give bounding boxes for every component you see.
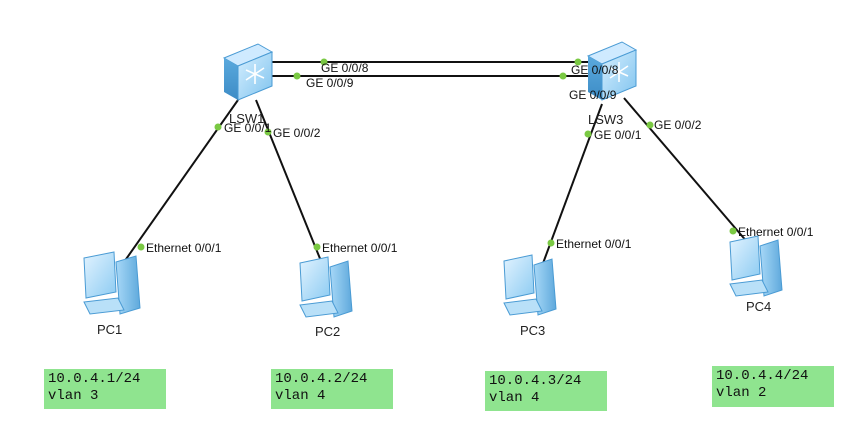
port-label-pc2-eth: Ethernet 0/0/1 bbox=[322, 241, 398, 255]
port-label-lsw1-g9: GE 0/0/9 bbox=[306, 76, 354, 90]
switch-label-lsw1: LSW1 bbox=[229, 111, 264, 126]
note-ip: 10.0.4.4/24 bbox=[716, 368, 809, 384]
port-dot-pc1-eth bbox=[137, 243, 145, 251]
port-label-lsw3-g1: GE 0/0/1 bbox=[594, 128, 642, 142]
port-label-lsw3-g8: GE 0/0/8 bbox=[571, 63, 619, 77]
link-lsw3-pc3[interactable] bbox=[541, 103, 603, 267]
note-pc2: 10.0.4.2/24 vlan 4 bbox=[271, 369, 393, 409]
link-lsw3-pc4[interactable] bbox=[623, 97, 755, 251]
note-pc3: 10.0.4.3/24 vlan 4 bbox=[485, 371, 607, 411]
note-ip: 10.0.4.1/24 bbox=[48, 371, 141, 387]
switch-lsw1[interactable] bbox=[222, 43, 274, 101]
pc4-computer-icon[interactable] bbox=[729, 235, 783, 297]
port-dot-pc2-eth bbox=[313, 243, 321, 251]
pc-label-pc4: PC4 bbox=[746, 299, 771, 314]
port-dot-pc3-eth bbox=[547, 239, 555, 247]
pc-label-pc2: PC2 bbox=[315, 324, 340, 339]
port-dot-lsw3-g9 bbox=[559, 72, 567, 80]
port-dot-pc4-eth bbox=[729, 227, 737, 235]
port-dot-lsw1-g9 bbox=[293, 72, 301, 80]
port-dots bbox=[137, 58, 737, 251]
port-label-lsw1-g1: GE 0/0/1 bbox=[224, 121, 272, 135]
port-dot-lsw3-g2 bbox=[646, 121, 654, 129]
port-dot-lsw1-g8 bbox=[320, 58, 328, 66]
pc1-computer-icon[interactable] bbox=[83, 251, 141, 315]
pc-label-pc1: PC1 bbox=[97, 322, 122, 337]
pc3-computer-icon[interactable] bbox=[503, 254, 557, 316]
pc-label-pc3: PC3 bbox=[520, 323, 545, 338]
switch-arrows-icon bbox=[245, 64, 265, 84]
port-dot-lsw1-g2 bbox=[264, 128, 272, 136]
switch-lsw3[interactable] bbox=[586, 41, 638, 101]
links bbox=[123, 61, 755, 267]
port-label-pc3-eth: Ethernet 0/0/1 bbox=[556, 237, 632, 251]
link-lsw1-pc1[interactable] bbox=[123, 99, 239, 263]
switch-label-lsw3: LSW3 bbox=[588, 112, 623, 127]
note-vlan: vlan 4 bbox=[489, 390, 540, 406]
port-dot-lsw3-g8 bbox=[574, 58, 582, 66]
port-dot-lsw3-g1 bbox=[584, 130, 592, 138]
note-pc1: 10.0.4.1/24 vlan 3 bbox=[44, 369, 166, 409]
pc2-computer-icon[interactable] bbox=[299, 256, 353, 318]
note-vlan: vlan 3 bbox=[48, 388, 99, 404]
port-label-lsw3-g9: GE 0/0/9 bbox=[569, 88, 617, 102]
port-label-pc4-eth: Ethernet 0/0/1 bbox=[738, 225, 814, 239]
port-label-lsw1-g2: GE 0/0/2 bbox=[273, 126, 321, 140]
port-label-lsw3-g2: GE 0/0/2 bbox=[654, 118, 702, 132]
port-label-lsw1-g8: GE 0/0/8 bbox=[321, 61, 369, 75]
note-vlan: vlan 4 bbox=[275, 388, 326, 404]
note-ip: 10.0.4.2/24 bbox=[275, 371, 368, 387]
note-ip: 10.0.4.3/24 bbox=[489, 373, 582, 389]
port-label-pc1-eth: Ethernet 0/0/1 bbox=[146, 241, 222, 255]
note-vlan: vlan 2 bbox=[716, 385, 767, 401]
link-lsw1-pc2[interactable] bbox=[255, 99, 324, 267]
port-dot-lsw1-g1 bbox=[214, 123, 222, 131]
switch-arrows-icon bbox=[609, 62, 629, 82]
note-pc4: 10.0.4.4/24 vlan 2 bbox=[712, 366, 834, 407]
